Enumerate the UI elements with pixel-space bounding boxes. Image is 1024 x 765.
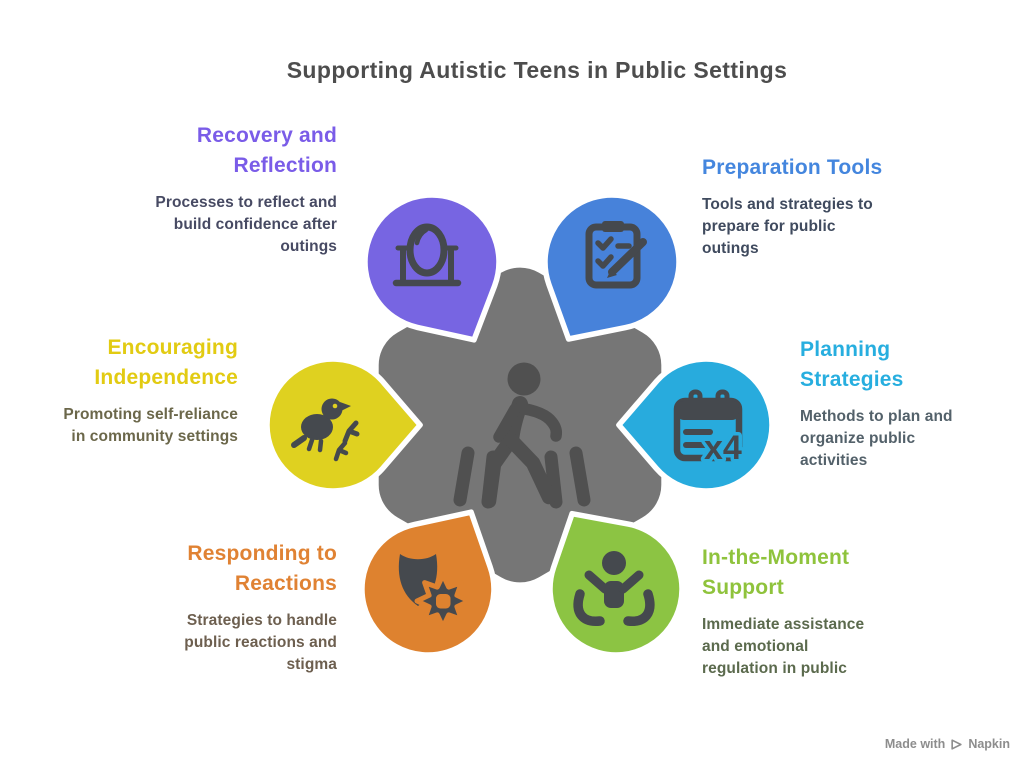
node-independence-description: Promoting self-reliance in community set… [63,406,238,446]
bird-icon [291,398,360,462]
mirror-icon [392,223,462,287]
node-support-description: Immediate assistance and emotional regul… [702,616,865,678]
node-preparation-text: Preparation Tools Tools and strategies t… [702,153,932,260]
node-planning-description: Methods to plan and organize public acti… [800,408,953,470]
node-planning-label: Planning Strategies [800,338,904,392]
calendar-x4-label: x4 [704,429,742,467]
node-recovery-label: Recovery and Reflection [196,124,337,178]
node-recovery-teardrop [362,192,502,343]
napkin-logo-icon [951,738,962,750]
node-support-label: In-the-Moment Support [702,546,850,600]
node-preparation-description: Tools and strategies to prepare for publ… [702,196,873,258]
made-with-napkin: Made with Napkin [885,737,1010,751]
node-responding-label: Responding to Reactions [187,542,337,596]
checklist-pencil-icon [585,221,647,289]
node-responding-description: Strategies to handle public reactions an… [184,612,337,674]
pedestrian-crossing-icon [453,362,591,509]
watermark-prefix: Made with [884,737,946,751]
page-title: Supporting Autistic Teens in Public Sett… [286,57,788,83]
node-preparation-label: Preparation Tools [702,156,883,179]
supporting-hands-icon [573,551,655,626]
node-responding-text: Responding to Reactions Strategies to ha… [107,539,337,676]
node-independence-teardrop [264,356,423,494]
shield-burst-icon [398,554,472,630]
node-support-text: In-the-Moment Support Immediate assistan… [702,543,932,680]
node-independence-text: Encouraging Independence Promoting self-… [28,333,238,448]
node-recovery-text: Recovery and Reflection Processes to ref… [107,121,337,258]
node-recovery-description: Processes to reflect and build confidenc… [155,194,337,256]
node-independence-label: Encouraging Independence [94,336,238,390]
watermark-brand: Napkin [968,737,1010,751]
node-planning-text: Planning Strategies Methods to plan and … [800,335,1010,472]
calendar-x4-icon: x4 [673,389,745,471]
